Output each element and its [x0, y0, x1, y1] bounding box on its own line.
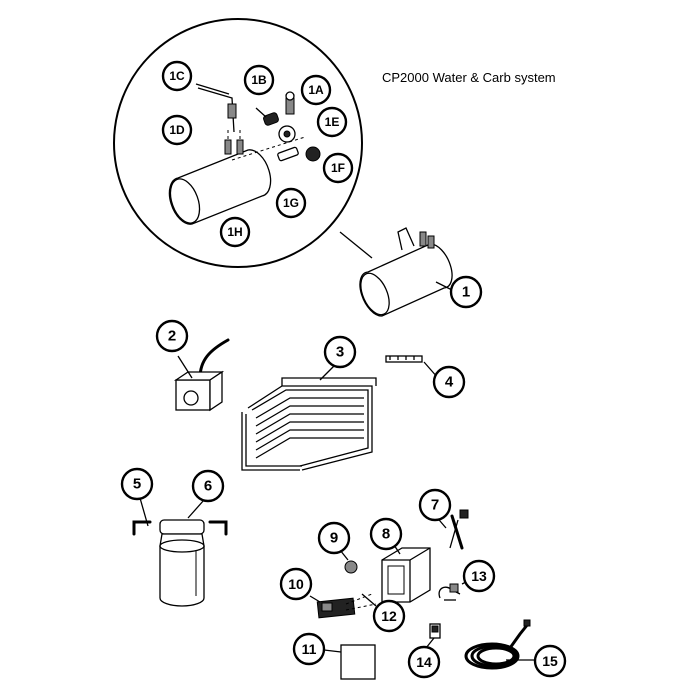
part-2-pump	[173, 338, 230, 412]
part-3-cooling-coil	[241, 359, 377, 471]
callout-7-label: 7	[431, 497, 439, 514]
callout-1C: 1C	[161, 60, 193, 92]
callout-15: 15	[533, 644, 567, 678]
callout-4-label: 4	[445, 374, 454, 391]
callout-2: 2	[155, 319, 189, 353]
callout-1B: 1B	[243, 64, 275, 96]
callout-1G: 1G	[275, 187, 307, 219]
callout-4: 4	[432, 365, 466, 399]
callout-15-label: 15	[542, 653, 558, 669]
callout-1A-label: 1A	[308, 83, 324, 97]
callout-1H: 1H	[219, 216, 251, 248]
diagram-title: CP2000 Water & Carb system	[382, 70, 556, 85]
callout-6-label: 6	[204, 478, 212, 495]
callout-12: 12	[372, 599, 406, 633]
part-10-12-relay-board	[309, 593, 377, 619]
callout-10-label: 10	[288, 576, 304, 592]
callout-8-label: 8	[382, 526, 390, 543]
part-5-6-water-filter	[132, 497, 228, 607]
callout-13: 13	[462, 559, 496, 593]
callout-1H-label: 1H	[227, 225, 242, 239]
callout-5-label: 5	[133, 476, 141, 493]
callout-1G-label: 1G	[283, 196, 299, 210]
callout-14: 14	[407, 645, 441, 679]
callout-13-label: 13	[471, 568, 487, 584]
callout-1D-label: 1D	[169, 123, 185, 137]
callout-1E-label: 1E	[325, 115, 340, 129]
callout-6: 6	[191, 469, 225, 503]
callout-8: 8	[369, 517, 403, 551]
callout-1B-label: 1B	[251, 73, 267, 87]
callout-11: 11	[292, 632, 326, 666]
callout-12-label: 12	[381, 608, 397, 624]
part-14-switch	[425, 623, 441, 649]
callout-3-label: 3	[336, 344, 344, 361]
part-11-cover-plate	[323, 644, 376, 680]
callout-1A: 1A	[300, 74, 332, 106]
callout-11-label: 11	[302, 641, 317, 657]
callout-10: 10	[279, 567, 313, 601]
callout-9: 9	[317, 521, 351, 555]
part-8-control-box	[381, 541, 431, 603]
detail-carbonator-tank	[168, 136, 306, 225]
callout-1-label: 1	[462, 284, 470, 301]
part-15-coiled-hose	[464, 619, 534, 670]
callout-1E: 1E	[316, 106, 348, 138]
callout-1F: 1F	[322, 152, 354, 184]
callout-5: 5	[120, 467, 154, 501]
callout-7: 7	[418, 488, 452, 522]
detail-magnifier	[113, 18, 373, 268]
callout-2-label: 2	[168, 328, 176, 345]
callout-1: 1	[449, 275, 483, 309]
callout-1F-label: 1F	[331, 161, 345, 175]
part-1-carbonator-tank	[359, 227, 453, 317]
callout-3: 3	[323, 335, 357, 369]
callout-9-label: 9	[330, 530, 338, 547]
detail-fittings	[195, 83, 321, 162]
callout-1C-label: 1C	[169, 69, 185, 83]
callout-14-label: 14	[416, 654, 432, 670]
callout-1D: 1D	[161, 114, 193, 146]
part-9-knob	[339, 549, 358, 574]
part-4-manifold	[385, 355, 439, 379]
